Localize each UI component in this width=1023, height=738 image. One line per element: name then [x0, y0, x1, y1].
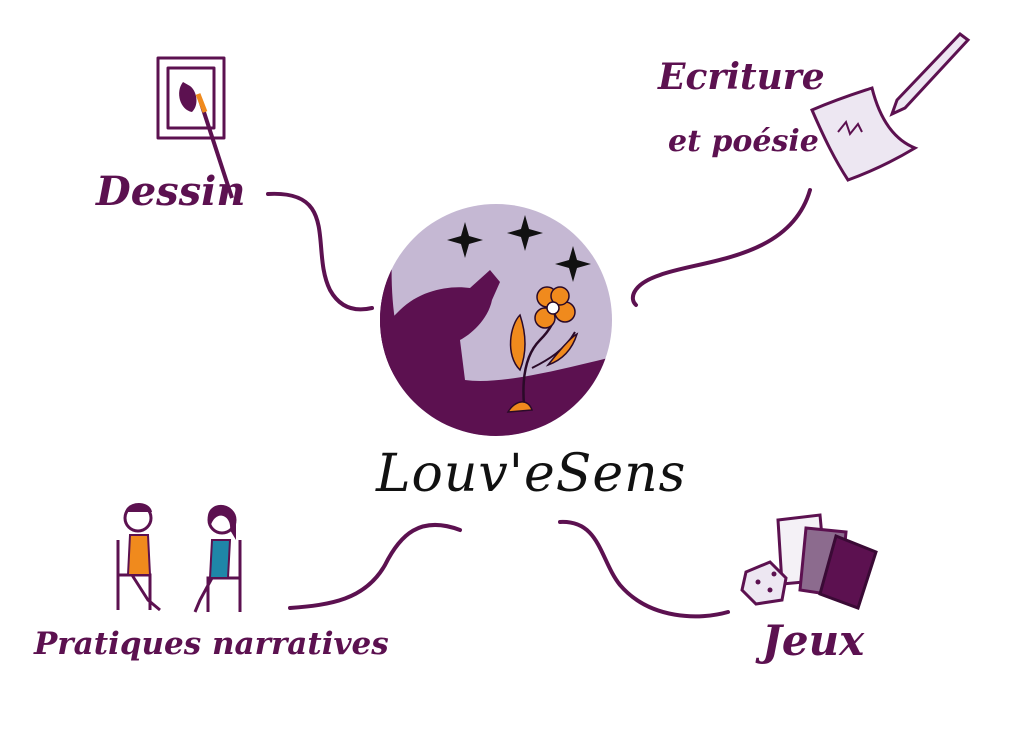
branch-label-ecriture-line1: Ecriture — [658, 56, 825, 98]
branch-label-pratiques: Pratiques narratives — [34, 626, 389, 662]
center-title: Louv'eSens — [376, 444, 687, 504]
framed-drawing-icon — [156, 56, 234, 199]
paper-and-pen-icon — [810, 32, 971, 182]
connector-pratiques — [288, 523, 462, 610]
branch-label-jeux: Jeux — [762, 616, 865, 665]
connector-jeux — [558, 519, 730, 619]
connector-ecriture — [631, 188, 812, 307]
branch-label-ecriture-line2: et poésie — [668, 124, 819, 159]
branch-label-dessin: Dessin — [96, 168, 246, 215]
wolf-moon-logo-icon — [380, 204, 612, 436]
two-people-talking-icon — [116, 503, 242, 613]
cards-and-dice-icon — [740, 513, 878, 610]
connector-dessin — [266, 191, 374, 312]
